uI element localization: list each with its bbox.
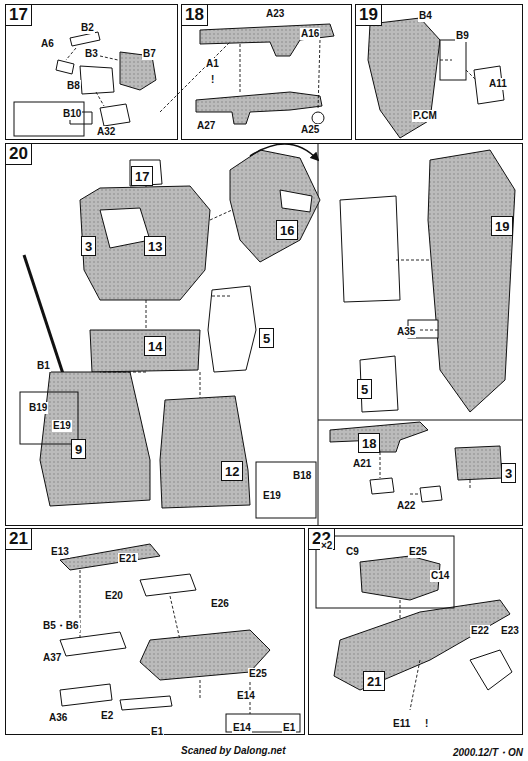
part-label: P.CM [412,110,438,122]
part-label: C9 [345,546,360,558]
part-label: B1 [36,360,51,372]
subassembly-callout: 14 [144,336,166,356]
part-label: E25 [408,546,428,558]
part-label: E1 [282,722,296,734]
subassembly-callout: 19 [491,216,513,236]
part-label: A36 [48,712,68,724]
callout-number: 9 [75,442,82,457]
callout-number: 14 [148,339,162,354]
part-label: B8 [66,80,81,92]
part-label: E21 [118,553,138,565]
part-label: B5・B6 [42,620,80,632]
callout-number: 17 [135,169,149,184]
part-label: E14 [232,722,252,734]
callout-number: 18 [362,436,376,451]
part-label: A35 [396,326,416,338]
callout-number: 3 [85,239,92,254]
subassembly-callout: 3 [501,463,516,483]
footer-note: 2000.12/T・ON [452,746,524,760]
part-label: E1 [150,726,164,738]
callout-number: 3 [505,466,512,481]
part-label: E2 [100,710,114,722]
subassembly-callout: 16 [276,220,298,240]
callout-number: 19 [495,219,509,234]
part-label: E20 [104,590,124,602]
part-label: A1 [205,58,220,70]
callout-number: 5 [361,382,368,397]
part-label: E14 [236,690,256,702]
part-label: A32 [96,126,116,138]
part-label: E26 [210,598,230,610]
callout-number: 13 [148,239,162,254]
part-label: A6 [40,38,55,50]
part-label: B7 [142,48,157,60]
step-number: 21 [5,528,32,550]
step-panel: 19 [355,4,523,140]
part-label: B10 [62,108,82,120]
subassembly-callout: 3 [81,236,96,256]
part-label: E19 [52,420,72,432]
part-label: C14 [430,570,450,582]
part-label: E13 [50,546,70,558]
step-number: 18 [181,4,208,26]
part-label: A16 [300,28,320,40]
part-label: B18 [292,470,312,482]
subassembly-callout: 9 [71,439,86,459]
subassembly-callout: 18 [358,433,380,453]
callout-number: 21 [367,674,381,689]
subassembly-callout: 5 [357,379,372,399]
part-label: A25 [300,124,320,136]
part-label: B4 [418,10,433,22]
footer-note: Scaned by Dalong.net [180,745,286,756]
step-number: 20 [5,143,32,165]
part-label: B19 [28,402,48,414]
part-label: A21 [352,458,372,470]
step-number: 19 [355,4,382,26]
part-label: A23 [265,8,285,20]
subassembly-callout: 12 [221,461,243,481]
part-label: B3 [84,48,99,60]
part-label: A37 [42,652,62,664]
part-label: A11 [488,78,508,90]
step-number: 17 [5,4,32,26]
callout-number: 16 [280,223,294,238]
subassembly-callout: 13 [144,236,166,256]
part-label: A27 [196,120,216,132]
subassembly-callout: 21 [363,671,385,691]
part-label: E11 [392,718,411,730]
part-label: ! [210,74,215,86]
subassembly-callout: 17 [131,166,153,186]
step-panel: 2221 [308,528,523,735]
callout-number: 5 [263,331,270,346]
callout-number: 12 [225,464,239,479]
part-label: E19 [262,490,282,502]
part-label: B9 [455,30,470,42]
part-label: ! [424,718,429,730]
part-label: B2 [80,22,95,34]
step-panel: 20 17 13 16 3 5 14 9 12 19 5 18 3 [5,143,523,526]
part-label: E25 [248,668,268,680]
part-label: ×2 [320,540,333,552]
part-label: E22 [470,625,490,637]
subassembly-callout: 5 [259,328,274,348]
part-label: A22 [396,500,416,512]
part-label: E23 [500,625,520,637]
